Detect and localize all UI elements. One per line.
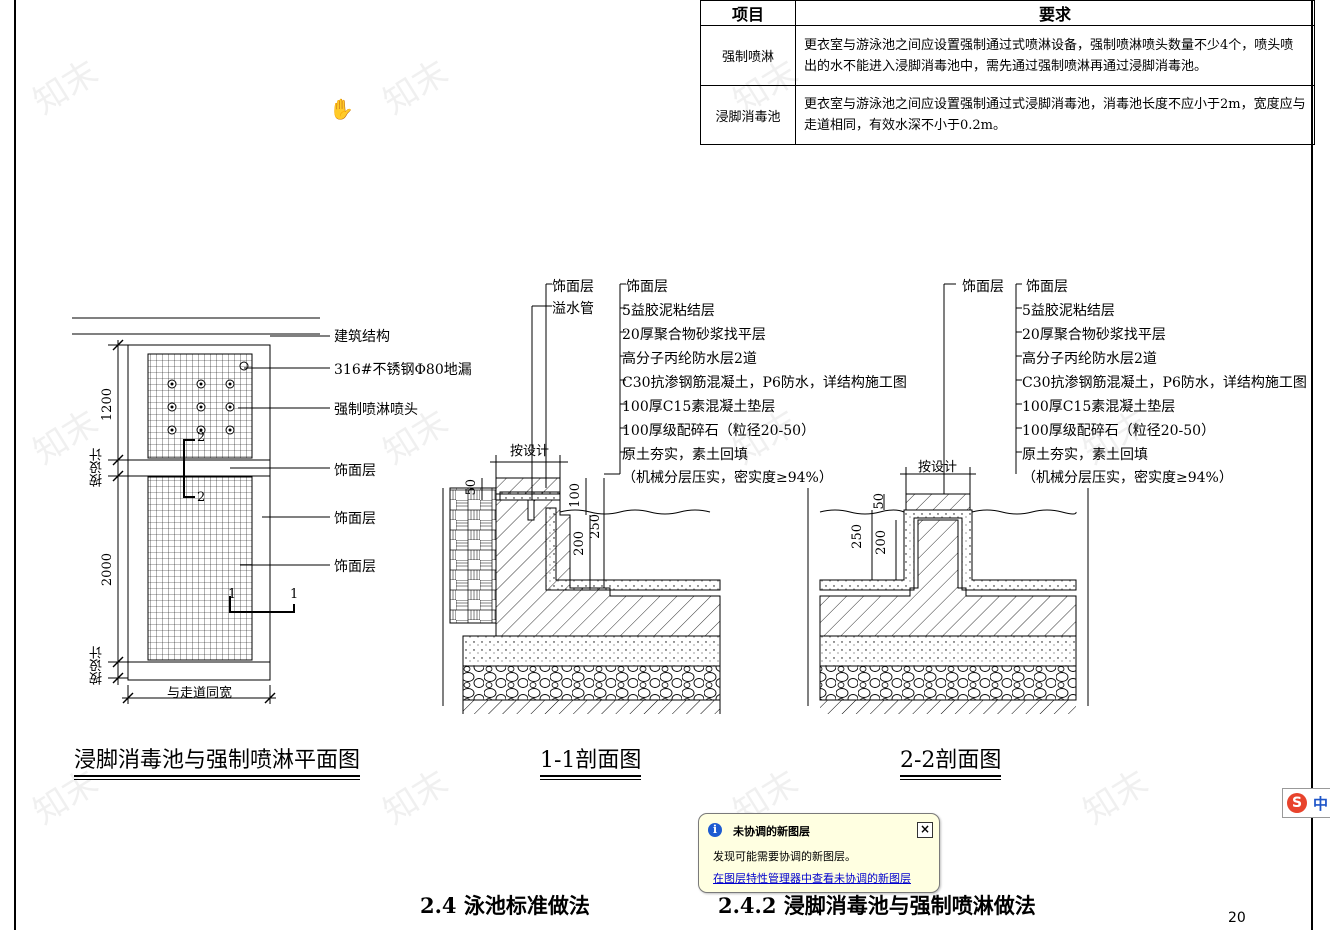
section-title-sub: 2.4.2 浸脚消毒池与强制喷淋做法 [718, 893, 1036, 918]
section-mark-2: 2 [197, 490, 206, 505]
notification-title: 未协调的新图层 [733, 825, 810, 838]
s2-layer-label: 高分子丙纶防水层2道 [1022, 351, 1157, 367]
s2-left-label: 饰面层 [962, 279, 1004, 295]
frame-left-border [14, 0, 16, 930]
plan-label-finish: 饰面层 [334, 511, 376, 527]
table-header-requirement: 要求 [795, 0, 1315, 26]
section-1-1-title: 1-1剖面图 [540, 742, 642, 780]
table-cell-requirement: 更衣室与游泳池之间应设置强制通过式喷淋设备，强制喷淋喷头数量不少4个，喷头喷出的… [795, 25, 1315, 86]
s1-layer-label: 100厚C15素混凝土垫层 [622, 399, 776, 415]
section-2-2-drawing [807, 283, 1089, 714]
plan-label-floor-drain: 316#不锈钢Φ80地漏 [334, 362, 472, 378]
s1-dim-250: 250 [588, 514, 603, 539]
plan-dim-by-design: 按设计 [90, 448, 105, 487]
s2-dim-50: 50 [872, 493, 887, 510]
s1-layer-label: （机械分层压实，密实度≥94%） [622, 470, 833, 486]
s2-layer-label: C30抗渗钢筋混凝土，P6防水，详结构施工图 [1022, 375, 1307, 391]
section-mark-2: 2 [197, 430, 206, 445]
notification-balloon: i 未协调的新图层 × 发现可能需要协调的新图层。 在图层特性管理器中查看未协调… [698, 813, 940, 893]
hand-cursor-icon: ✋ [329, 97, 354, 121]
s1-left-label: 溢水管 [552, 301, 594, 317]
s2-dim-250: 250 [850, 524, 865, 549]
plan-dim-by-design: 按设计 [90, 646, 105, 685]
table-header-item: 项目 [700, 0, 796, 26]
s1-dim-100: 100 [568, 483, 583, 508]
s1-layer-label: 饰面层 [626, 279, 668, 295]
plan-label-finish: 饰面层 [334, 559, 376, 575]
s2-layer-label: 5益胶泥粘结层 [1022, 303, 1115, 319]
s1-layer-label: 100厚级配碎石（粒径20-50） [622, 423, 816, 439]
table-cell-requirement: 更衣室与游泳池之间应设置强制通过式浸脚消毒池，消毒池长度不应小于2m，宽度应与走… [795, 85, 1315, 145]
plan-label-structure: 建筑结构 [334, 329, 390, 345]
s2-layer-label: 100厚级配碎石（粒径20-50） [1022, 423, 1216, 439]
frame-right-border [1311, 0, 1313, 930]
s2-dim-200: 200 [874, 530, 889, 555]
s1-dim-50: 50 [464, 479, 479, 496]
plan-dim-1200: 1200 [100, 388, 115, 422]
notification-close-button[interactable]: × [917, 822, 933, 838]
page-number: 20 [1228, 910, 1246, 926]
section-2-2-title: 2-2剖面图 [900, 742, 1002, 780]
s2-layer-label: （机械分层压实，密实度≥94%） [1022, 470, 1233, 486]
table-cell-item: 浸脚消毒池 [700, 85, 796, 145]
s2-layer-label: 20厚聚合物砂浆找平层 [1022, 327, 1166, 343]
section-1-1-drawing [442, 283, 721, 714]
plan-view [72, 317, 330, 704]
s1-layer-label: 原土夯实，素土回填 [622, 447, 748, 463]
s2-layer-label: 100厚C15素混凝土垫层 [1022, 399, 1176, 415]
table-header-row: 项目 要求 [700, 0, 1315, 26]
requirements-table: 项目 要求 强制喷淋 更衣室与游泳池之间应设置强制通过式喷淋设备，强制喷淋喷头数… [700, 0, 1315, 145]
plan-dim-width: 与走道同宽 [167, 686, 233, 701]
s1-left-label: 饰面层 [552, 279, 594, 295]
s2-layer-label: 原土夯实，素土回填 [1022, 447, 1148, 463]
plan-dim-2000: 2000 [100, 553, 115, 587]
notification-body: 发现可能需要协调的新图层。 [713, 850, 856, 863]
sogou-logo-icon: S [1287, 793, 1307, 813]
table-row: 浸脚消毒池 更衣室与游泳池之间应设置强制通过式浸脚消毒池，消毒池长度不应小于2m… [700, 85, 1315, 145]
s1-layer-label: C30抗渗钢筋混凝土，P6防水，详结构施工图 [622, 375, 907, 391]
ime-status-badge[interactable]: S 中 [1282, 788, 1330, 818]
plan-title: 浸脚消毒池与强制喷淋平面图 [74, 742, 361, 780]
ime-mode-indicator[interactable]: 中 [1313, 795, 1329, 813]
s1-dim-200: 200 [572, 531, 587, 556]
section-title-main: 2.4 泳池标准做法 [420, 893, 590, 918]
info-icon: i [708, 823, 722, 837]
s1-layer-label: 5益胶泥粘结层 [622, 303, 715, 319]
s2-dim-by-design: 按设计 [918, 460, 958, 475]
s1-layer-label: 20厚聚合物砂浆找平层 [622, 327, 766, 343]
section-mark-1: 1 [290, 587, 299, 602]
plan-label-finish: 饰面层 [334, 463, 376, 479]
section-mark-1: 1 [228, 587, 237, 602]
notification-link[interactable]: 在图层特性管理器中查看未协调的新图层 [713, 872, 911, 885]
s1-dim-by-design: 按设计 [510, 444, 550, 459]
plan-label-sprinkler: 强制喷淋喷头 [334, 402, 418, 418]
s1-layer-label: 高分子丙纶防水层2道 [622, 351, 757, 367]
s2-layer-label: 饰面层 [1026, 279, 1068, 295]
table-row: 强制喷淋 更衣室与游泳池之间应设置强制通过式喷淋设备，强制喷淋喷头数量不少4个，… [700, 25, 1315, 86]
